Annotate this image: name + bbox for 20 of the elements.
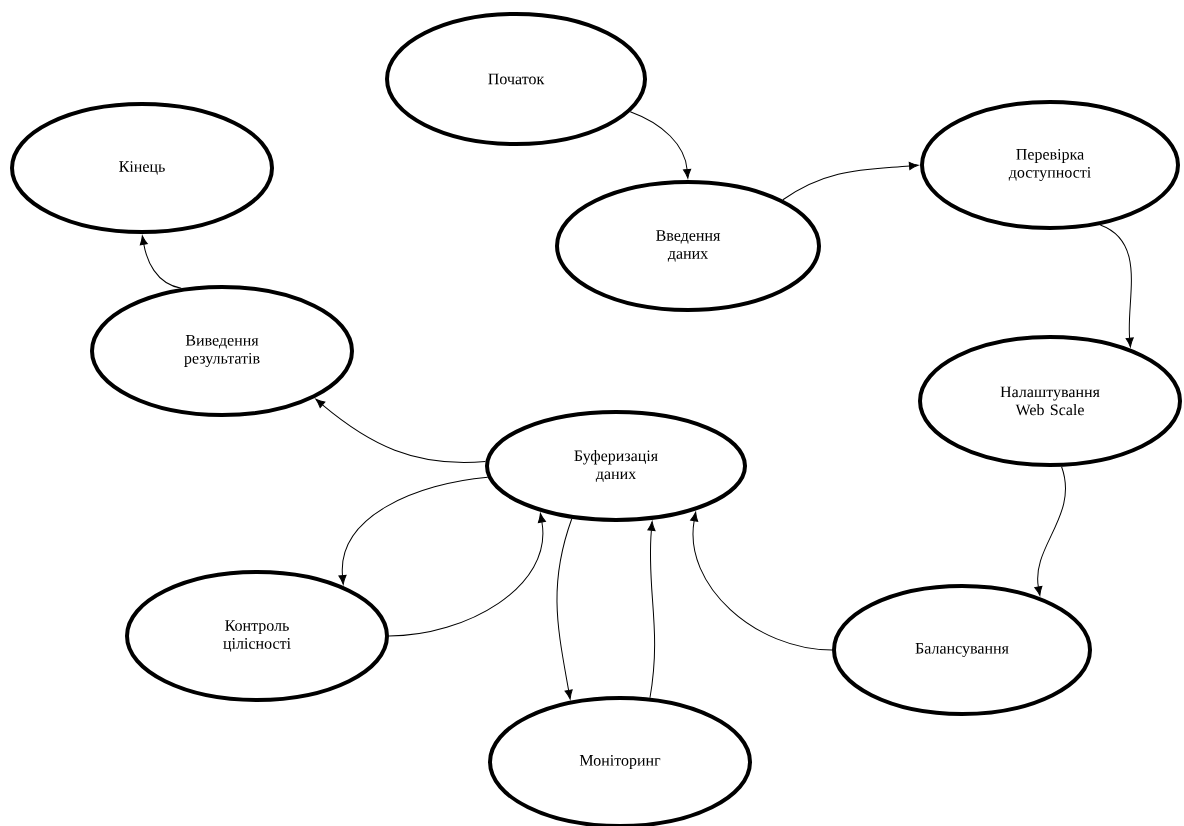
- ellipse-node: Балансування: [832, 584, 1092, 716]
- ellipse-node: Кінець: [10, 102, 274, 234]
- arrow: [782, 161, 919, 201]
- arrow: [556, 518, 573, 700]
- ellipse-node: Введення даних: [555, 180, 821, 312]
- ellipse-node: Контроль цілісності: [125, 570, 389, 702]
- arrow: [388, 513, 546, 637]
- ellipse-node: Перевірка доступності: [920, 100, 1180, 230]
- arrow: [338, 476, 489, 585]
- arrow: [629, 111, 692, 179]
- arrow: [1099, 224, 1134, 348]
- arrow: [1034, 466, 1066, 596]
- arrow: [315, 398, 486, 463]
- arrow: [139, 235, 182, 289]
- ellipse-node: Буферизація даних: [485, 410, 747, 522]
- ellipse-node: Налаштування Web Scale: [918, 335, 1182, 467]
- arrow: [647, 521, 656, 699]
- arrow: [690, 511, 833, 651]
- ellipse-node: Виведення результатів: [90, 285, 354, 417]
- ellipse-node: Початок: [385, 12, 647, 146]
